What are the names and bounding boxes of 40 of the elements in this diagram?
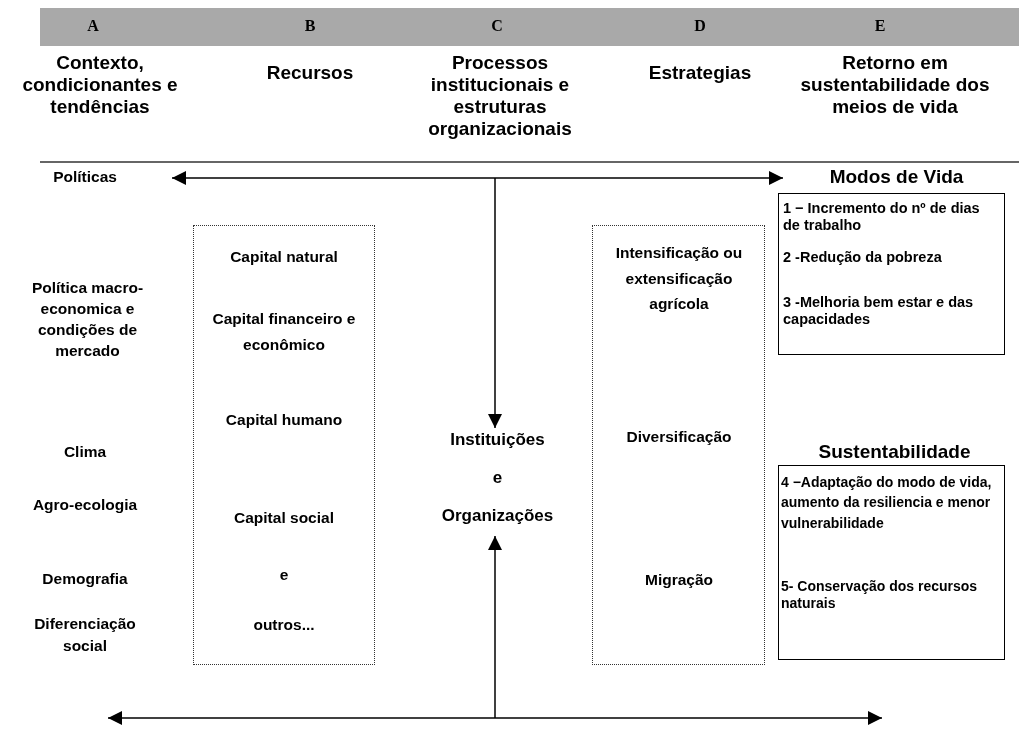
column-heading: Contexto, condicionantes e tendências <box>21 52 179 118</box>
resource-item: e <box>278 566 290 585</box>
resources-box <box>193 225 375 665</box>
column-letter: B <box>303 17 317 36</box>
strategies-box <box>592 225 765 665</box>
outcome-item: 1 − Incremento do nº de dias de trabalho <box>783 200 981 235</box>
column-letter: C <box>490 17 504 36</box>
column-heading: Processos institucionais e estruturas organizacionais <box>427 52 573 140</box>
strategy-item: Migração <box>643 571 715 590</box>
factor-label: Política macro-economica e condições de mercado <box>30 278 145 361</box>
column-heading: Retorno em sustentabilidade dos meios de vida <box>799 52 991 118</box>
outcome-item: 5- Conservação dos recursos naturais <box>781 578 979 612</box>
resource-item: Capital financeiro e econômico <box>211 309 357 356</box>
institution-text: Instituições <box>449 430 546 451</box>
factor-label: Políticas <box>52 168 118 187</box>
outcome-item: 2 -Redução da pobreza <box>783 249 943 267</box>
column-letter: D <box>693 17 707 36</box>
resource-item: Capital humano <box>224 411 344 430</box>
column-heading: Recursos <box>265 62 355 84</box>
strategy-item: Intensificação ou extensificação agrícola <box>614 243 744 315</box>
resource-item: Capital social <box>233 509 335 528</box>
box-heading: Sustentabilidade <box>817 441 972 464</box>
box-heading: Modos de Vida <box>828 166 965 189</box>
column-heading: Estrategias <box>647 62 753 84</box>
column-letter: E <box>873 17 887 36</box>
factor-label: Demografia <box>41 570 129 588</box>
resource-item: Capital natural <box>229 248 339 267</box>
arrow <box>488 177 502 429</box>
strategy-item: Diversificação <box>625 428 733 447</box>
resource-item: outros... <box>252 616 316 635</box>
factor-label: Diferenciação social <box>33 614 137 657</box>
outcome-item: 3 -Melhoria bem estar e das capacidades <box>783 294 975 329</box>
institution-text: e <box>491 468 504 489</box>
arrow <box>488 535 502 719</box>
factor-label: Agro-ecologia <box>31 496 139 514</box>
outcome-item: 4 −Adaptação do modo de vida, aumento da resiliencia e menor vulnerabilidade <box>781 473 993 533</box>
factor-label: Clima <box>62 443 108 461</box>
institution-text: Organizações <box>440 506 555 527</box>
arrow <box>171 171 784 185</box>
column-letter: A <box>86 17 100 36</box>
